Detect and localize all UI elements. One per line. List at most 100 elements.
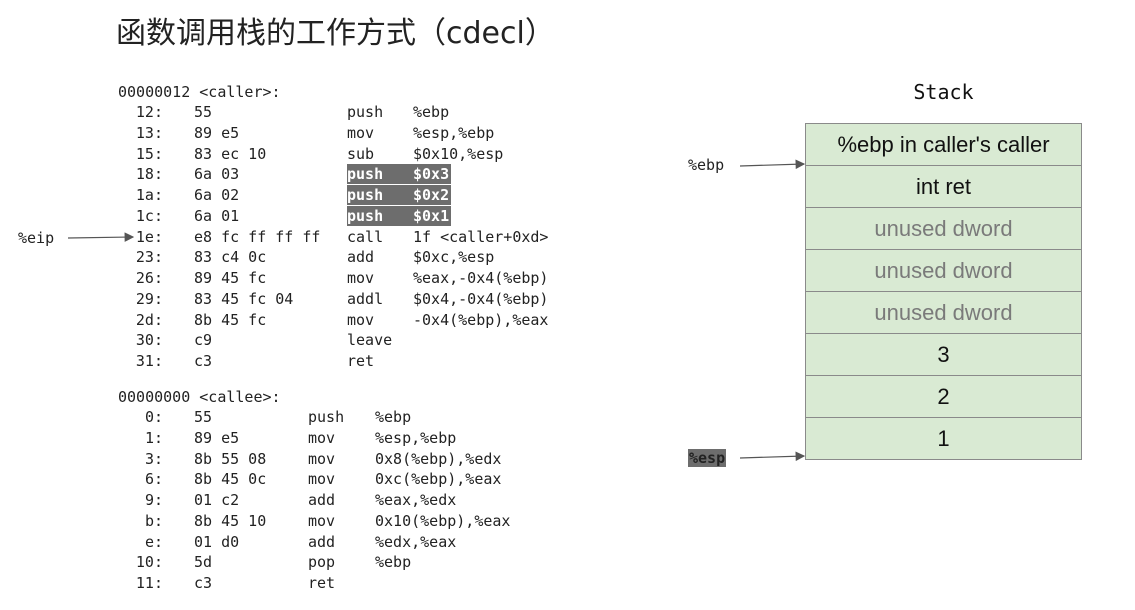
caller-line-off: 2d: [135, 310, 163, 329]
stack-cell: 3 [806, 334, 1081, 376]
caller-line-op: %esp,%ebp [413, 123, 495, 142]
caller-line-hex: 89 45 fc [194, 269, 267, 287]
callee-line-op: %esp,%ebp [375, 428, 457, 447]
caller-line-hex: 83 45 fc 04 [194, 289, 294, 308]
caller-line-off: 15: [135, 144, 163, 163]
callee-line-hex: 8b 45 10 [194, 511, 267, 530]
caller-line-hex: 55 [194, 103, 213, 121]
caller-line-op: 1f <caller+0xd> [413, 227, 549, 246]
callee-line-op: 0x8(%ebp),%edx [375, 449, 502, 468]
stack-cell: %ebp in caller's caller [806, 124, 1081, 166]
caller-line-off: 12: [135, 103, 163, 121]
callee-line-op: %edx,%eax [375, 532, 457, 551]
stack-cell: 1 [806, 418, 1081, 460]
caller-line-mn: mov [347, 269, 375, 287]
callee-line-op: %ebp [375, 553, 412, 572]
caller-line-hex: 6a 01 [194, 206, 240, 225]
caller-line-mn: leave [347, 331, 393, 350]
stack-cell: unused dword [806, 250, 1081, 292]
ebp-label: %ebp [688, 156, 725, 174]
callee-line-mn: mov [308, 470, 336, 489]
caller-line-op: $0x4,-0x4(%ebp) [413, 289, 549, 308]
caller-line-off: 26: [135, 269, 163, 287]
callee-line-mn: pop [308, 553, 336, 572]
caller-line-hex: 6a 02 [194, 186, 240, 204]
caller-line-off: 31: [135, 352, 163, 370]
caller-line-hex: e8 fc ff ff ff [194, 227, 321, 246]
callee-line-off: 11: [135, 574, 163, 592]
callee-line-mn: add [308, 532, 336, 551]
callee-line-op: 0x10(%ebp),%eax [375, 511, 511, 530]
callee-line-mn: mov [308, 428, 336, 447]
callee-line-hex: 5d [194, 553, 213, 572]
callee-line-mn: add [308, 491, 336, 509]
caller-line-off: 29: [135, 289, 163, 308]
callee-line-hex: 01 c2 [194, 491, 240, 509]
callee-line-op: %ebp [375, 408, 412, 426]
callee-line-off: 1: [144, 428, 163, 447]
callee-line-mn: mov [308, 449, 336, 468]
caller-line-mn: ret [347, 352, 375, 370]
caller-line-off: 23: [135, 248, 163, 267]
caller-line-op: -0x4(%ebp),%eax [413, 310, 549, 329]
caller-line-hex: c9 [194, 331, 213, 350]
caller-line-mn: push [347, 164, 413, 185]
callee-line-mn: push [308, 408, 345, 426]
caller-header: 00000012 <caller>: [118, 83, 281, 101]
callee-line-off: b: [144, 511, 163, 530]
caller-line-op: $0x2 [413, 185, 451, 205]
caller-line-op: %eax,-0x4(%ebp) [413, 269, 549, 287]
stack-cell: unused dword [806, 208, 1081, 250]
caller-line-off: 30: [135, 331, 163, 350]
callee-line-mn: ret [308, 574, 336, 592]
callee-line-off: 3: [144, 449, 163, 468]
slide-title: 函数调用栈的工作方式（cdecl） [116, 16, 555, 51]
caller-line-op: $0x1 [413, 205, 451, 226]
caller-line-op: $0x10,%esp [413, 144, 504, 163]
callee-line-mn: mov [308, 511, 336, 530]
eip-label: %eip [18, 229, 55, 247]
stack-title: Stack [913, 80, 974, 104]
caller-line-hex: 6a 03 [194, 165, 240, 184]
callee-line-off: e: [144, 532, 163, 551]
callee-line-hex: 89 e5 [194, 428, 240, 447]
callee-line-off: 6: [144, 470, 163, 489]
caller-line-op: $0xc,%esp [413, 248, 495, 267]
callee-line-op: %eax,%edx [375, 491, 457, 509]
caller-line-op: $0x3 [413, 164, 451, 185]
ebp-arrow [739, 159, 806, 170]
caller-line-mn: add [347, 248, 375, 267]
callee-line-hex: 01 d0 [194, 532, 240, 551]
callee-line-off: 10: [135, 553, 163, 572]
callee-line-hex: 8b 55 08 [194, 449, 267, 468]
caller-line-mn: addl [347, 289, 384, 308]
callee-line-hex: 8b 45 0c [194, 470, 267, 489]
stack-cell: int ret [806, 166, 1081, 208]
caller-line-mn: call [347, 227, 384, 246]
caller-line-mn: sub [347, 144, 375, 163]
caller-line-hex: 8b 45 fc [194, 310, 267, 329]
caller-line-mn: push [347, 185, 413, 205]
caller-line-off: 18: [135, 165, 163, 184]
esp-arrow [739, 451, 806, 462]
callee-line-off: 9: [144, 491, 163, 509]
callee-line-hex: 55 [194, 408, 213, 426]
caller-line-off: 13: [135, 123, 163, 142]
caller-line-hex: c3 [194, 352, 213, 370]
caller-line-hex: 89 e5 [194, 123, 240, 142]
caller-line-off: 1e: [135, 227, 163, 246]
callee-line-hex: c3 [194, 574, 213, 592]
stack-cell: unused dword [806, 292, 1081, 334]
caller-line-off: 1a: [135, 186, 163, 204]
caller-line-hex: 83 ec 10 [194, 144, 267, 163]
stack-cell: 2 [806, 376, 1081, 418]
caller-line-mn: mov [347, 123, 375, 142]
caller-line-op: %ebp [413, 103, 450, 121]
callee-line-off: 0: [144, 408, 163, 426]
callee-header: 00000000 <callee>: [118, 388, 281, 406]
caller-line-hex: 83 c4 0c [194, 248, 267, 267]
caller-line-mn: push [347, 205, 413, 226]
caller-line-mn: mov [347, 310, 375, 329]
